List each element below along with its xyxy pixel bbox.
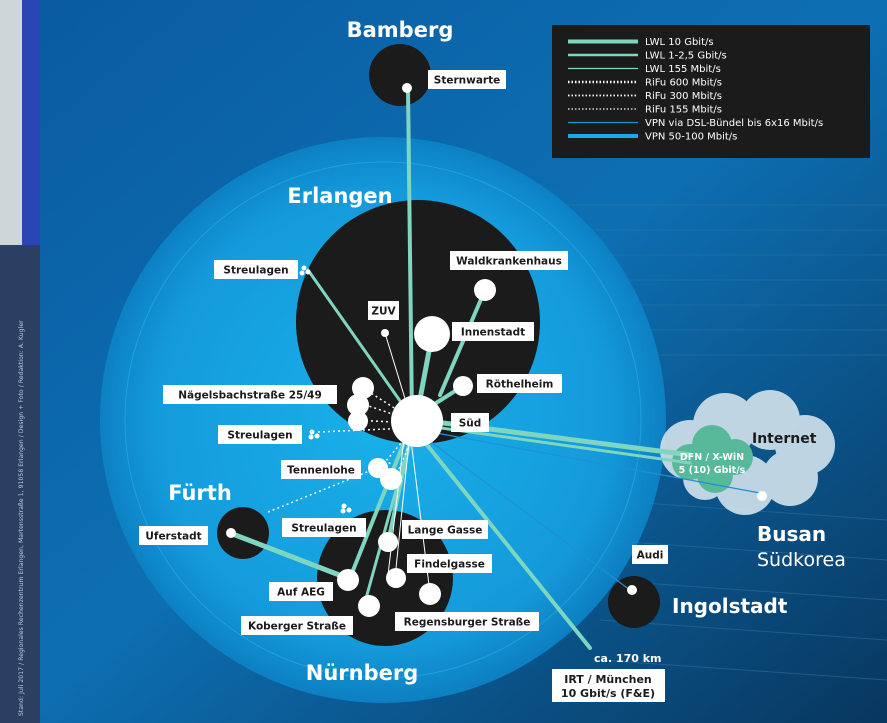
irt-line-2: 10 Gbit/s (F&E) xyxy=(561,687,655,700)
site-nodes xyxy=(226,83,767,617)
region-circle-inner xyxy=(124,161,642,679)
node-streulagen-mid-c xyxy=(308,434,314,440)
legend-label: LWL 155 Mbit/s xyxy=(645,64,721,75)
node-tennenlohe-2 xyxy=(380,468,402,490)
node-naegelsbach-1 xyxy=(352,377,374,399)
node-auf-aeg xyxy=(337,569,359,591)
legend-label: RiFu 155 Mbit/s xyxy=(645,105,722,116)
site-label-box xyxy=(407,554,492,573)
region-ingolstadt: Ingolstadt xyxy=(672,594,788,618)
site-label-box xyxy=(368,301,399,320)
node-lange-gasse xyxy=(378,532,398,552)
region-fuerth: Fürth xyxy=(168,481,232,505)
site-label-box xyxy=(632,545,668,564)
node-regensburger xyxy=(419,583,441,605)
site-label-box xyxy=(450,251,568,270)
site-label-box xyxy=(402,520,488,539)
node-streulagen-top-b xyxy=(305,269,311,275)
legend-label: VPN via DSL-Bündel bis 6x16 Mbit/s xyxy=(645,118,823,129)
site-label-lange-gasse: Lange Gasse xyxy=(408,525,483,537)
node-streulagen-mid-b xyxy=(314,433,320,439)
region-busan: Busan xyxy=(757,522,826,546)
site-label-streulagen-top: Streulagen xyxy=(223,265,288,277)
region-suedkorea: Südkorea xyxy=(757,549,846,571)
node-streulagen-top-a xyxy=(301,265,307,271)
bamberg-campus-circle xyxy=(369,44,431,106)
ingolstadt-campus-circle xyxy=(608,576,660,628)
site-label-box xyxy=(477,374,562,393)
node-zuv xyxy=(381,329,389,337)
legend-label: LWL 1-2,5 Gbit/s xyxy=(645,51,727,62)
site-label-streulagen-low: Streulagen xyxy=(291,523,356,535)
node-streulagen-low-c xyxy=(340,508,346,514)
node-busan xyxy=(757,491,767,501)
site-label-box xyxy=(428,70,506,89)
legend-label: RiFu 600 Mbit/s xyxy=(645,78,722,89)
site-label-box xyxy=(451,413,489,432)
site-label-box xyxy=(214,260,298,279)
legend-label: VPN 50-100 Mbit/s xyxy=(645,132,737,143)
vpn-links xyxy=(414,429,761,591)
legend-label: LWL 10 Gbit/s xyxy=(645,37,714,48)
site-label-uferstadt: Uferstadt xyxy=(145,531,201,543)
site-label-box xyxy=(395,612,539,631)
cloud-line-2: 5 (10) Gbit/s xyxy=(679,465,746,476)
node-streulagen-low-b xyxy=(346,507,352,513)
site-label-box xyxy=(282,518,366,537)
region-nuernberg: Nürnberg xyxy=(306,661,419,685)
site-label-koberger: Koberger Straße xyxy=(248,621,346,633)
photo-strip-light xyxy=(0,0,22,245)
region-erlangen: Erlangen xyxy=(287,184,392,208)
site-label-box xyxy=(269,582,333,601)
site-label-innenstadt: Innenstadt xyxy=(461,327,525,339)
node-streulagen-top-c xyxy=(299,270,305,276)
site-label-audi: Audi xyxy=(637,550,664,562)
irt-distance: ca. 170 km xyxy=(594,652,662,665)
node-waldkrankenhaus xyxy=(474,279,496,301)
node-roethelheim xyxy=(453,376,473,396)
node-sternwarte xyxy=(402,83,412,93)
node-streulagen-mid-a xyxy=(309,429,315,435)
site-label-roethelheim: Röthelheim xyxy=(486,379,554,391)
site-label-box xyxy=(139,526,208,545)
site-label-waldkrankenhaus: Waldkrankenhaus xyxy=(456,256,562,268)
region-titles: Bamberg Erlangen Fürth Nürnberg Ingolsta… xyxy=(168,18,846,685)
site-label-naegelsbach: Nägelsbachstraße 25/49 xyxy=(178,390,322,402)
site-label-streulagen-mid: Streulagen xyxy=(227,430,292,442)
fuerth-campus-circle xyxy=(217,507,269,559)
node-uferstadt xyxy=(226,528,236,538)
site-label-box xyxy=(452,322,534,341)
site-label-zuv: ZUV xyxy=(371,306,396,318)
cloud-line-1: DFN / X-WiN xyxy=(680,452,744,463)
photo-strip-dark xyxy=(22,0,40,245)
site-label-box xyxy=(281,460,361,479)
site-label-findelgasse: Findelgasse xyxy=(414,559,485,571)
node-naegelsbach-2 xyxy=(347,394,369,416)
region-internet: Internet xyxy=(752,431,817,447)
site-label-sternwarte: Sternwarte xyxy=(434,75,500,87)
site-label-box xyxy=(241,616,353,635)
credit-line: Stand: Juli 2017 / Regionales Rechenzent… xyxy=(18,320,25,716)
node-sued xyxy=(391,395,443,447)
node-innenstadt xyxy=(414,316,450,352)
node-naegelsbach-3 xyxy=(348,411,368,431)
site-label-box xyxy=(218,425,302,444)
node-findelgasse xyxy=(386,568,406,588)
region-bamberg: Bamberg xyxy=(347,18,454,42)
node-streulagen-low-a xyxy=(341,503,347,509)
site-labels: SternwarteWaldkrankenhausStreulagenZUVIn… xyxy=(139,70,668,635)
node-audi xyxy=(627,585,637,595)
site-label-regensburger: Regensburger Straße xyxy=(404,617,531,629)
legend-label: RiFu 300 Mbit/s xyxy=(645,91,722,102)
irt-label-box xyxy=(552,669,665,702)
site-label-tennenlohe: Tennenlohe xyxy=(287,465,355,477)
irt-line-1: IRT / München xyxy=(564,673,652,686)
site-label-sued: Süd xyxy=(459,418,482,430)
site-label-box xyxy=(163,385,337,404)
site-label-auf-aeg: Auf AEG xyxy=(277,587,325,599)
node-koberger xyxy=(358,595,380,617)
